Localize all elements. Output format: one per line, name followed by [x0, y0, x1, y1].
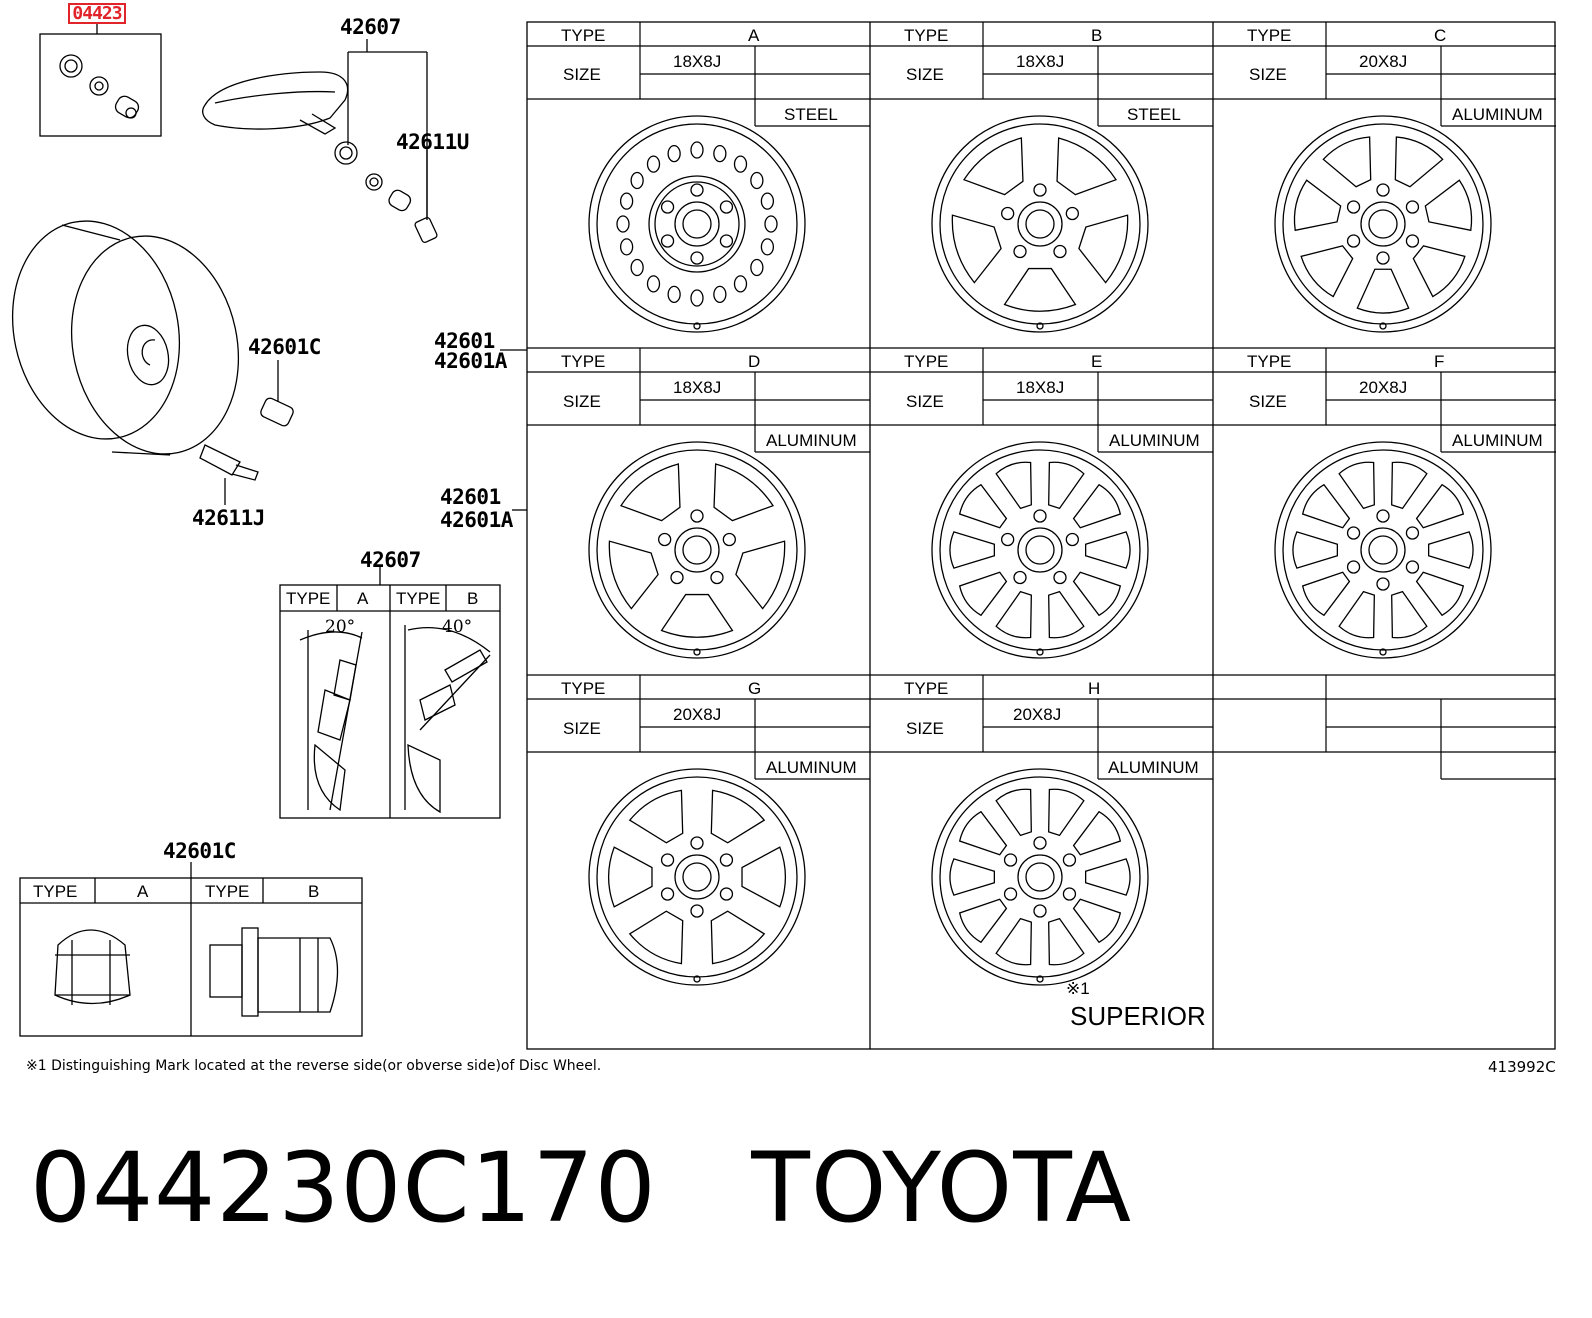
size-label-b: SIZE	[906, 65, 944, 84]
highlighted-part-code[interactable]: 04423	[68, 3, 126, 24]
type-label-c: TYPE	[1247, 26, 1292, 45]
size-value-h: 20X8J	[1013, 705, 1062, 724]
type-label-b: TYPE	[904, 26, 949, 45]
diagram-code: 413992C	[1488, 1058, 1556, 1076]
callout-42601C[interactable]: 42601C	[248, 335, 321, 359]
sensor-angle-a: 20°	[325, 617, 356, 637]
wheel-sketch	[588, 768, 806, 986]
type-value-c: C	[1434, 26, 1447, 45]
size-label-a: SIZE	[563, 65, 601, 84]
size-value-g: 20X8J	[673, 705, 722, 724]
type-value-a: A	[748, 26, 760, 45]
material-h: ALUMINUM	[1108, 758, 1199, 777]
wheel-sketch	[931, 768, 1149, 986]
size-label-h: SIZE	[906, 719, 944, 738]
size-label-c: SIZE	[1249, 65, 1287, 84]
type-value-d: D	[748, 352, 761, 371]
callout-42611U[interactable]: 42611U	[396, 130, 469, 154]
wheel-sketch	[931, 115, 1149, 333]
callout-42601-lower[interactable]: 42601	[440, 485, 501, 509]
material-a: STEEL	[784, 105, 838, 124]
callout-42607[interactable]: 42607	[340, 15, 401, 39]
nut-type-label-a: TYPE	[33, 882, 78, 901]
wheel-sketch	[1274, 115, 1492, 333]
wheel-sketch	[588, 115, 806, 333]
sensor-type-label-b: TYPE	[396, 589, 441, 608]
type-label-g: TYPE	[561, 679, 606, 698]
superior-mark: ※1	[1066, 979, 1090, 998]
callout-42601C-table[interactable]: 42601C	[163, 839, 236, 863]
type-label-h: TYPE	[904, 679, 949, 698]
callout-42601A-lower[interactable]: 42601A	[440, 508, 513, 532]
type-label-e: TYPE	[904, 352, 949, 371]
sensor-type-label-a: TYPE	[286, 589, 331, 608]
nut-type-value-b: B	[308, 882, 320, 901]
size-value-e: 18X8J	[1016, 378, 1065, 397]
type-value-e: E	[1091, 352, 1103, 371]
material-e: ALUMINUM	[1109, 431, 1200, 450]
material-b: STEEL	[1127, 105, 1181, 124]
material-d: ALUMINUM	[766, 431, 857, 450]
footnote: ※1 Distinguishing Mark located at the re…	[26, 1058, 602, 1074]
size-value-d: 18X8J	[673, 378, 722, 397]
size-label-g: SIZE	[563, 719, 601, 738]
material-g: ALUMINUM	[766, 758, 857, 777]
callout-42601A-upper[interactable]: 42601A	[434, 349, 507, 373]
superior-label: SUPERIOR	[1070, 1001, 1206, 1031]
sensor-angle-b: 40°	[442, 617, 473, 637]
sensor-type-value-a: A	[357, 589, 369, 608]
part-title: 044230C170 TOYOTA	[30, 1132, 1133, 1244]
type-value-b: B	[1091, 26, 1103, 45]
size-label-d: SIZE	[563, 392, 601, 411]
size-value-a: 18X8J	[673, 52, 722, 71]
material-c: ALUMINUM	[1452, 105, 1543, 124]
type-label-a: TYPE	[561, 26, 606, 45]
type-value-f: F	[1434, 352, 1445, 371]
type-value-h: H	[1088, 679, 1101, 698]
wheel-sketch	[588, 441, 806, 659]
wheel-sketch	[931, 441, 1149, 659]
wheel-sketch	[1274, 441, 1492, 659]
nut-type-value-a: A	[137, 882, 149, 901]
type-value-g: G	[748, 679, 762, 698]
callout-42601-upper[interactable]: 42601	[434, 329, 495, 353]
size-value-b: 18X8J	[1016, 52, 1065, 71]
size-label-f: SIZE	[1249, 392, 1287, 411]
size-value-f: 20X8J	[1359, 378, 1408, 397]
nut-type-label-b: TYPE	[205, 882, 250, 901]
callout-42607-table[interactable]: 42607	[360, 548, 421, 572]
material-f: ALUMINUM	[1452, 431, 1543, 450]
sensor-type-value-b: B	[467, 589, 479, 608]
size-label-e: SIZE	[906, 392, 944, 411]
callout-42611J[interactable]: 42611J	[192, 506, 265, 530]
type-label-d: TYPE	[561, 352, 606, 371]
type-label-f: TYPE	[1247, 352, 1292, 371]
size-value-c: 20X8J	[1359, 52, 1408, 71]
